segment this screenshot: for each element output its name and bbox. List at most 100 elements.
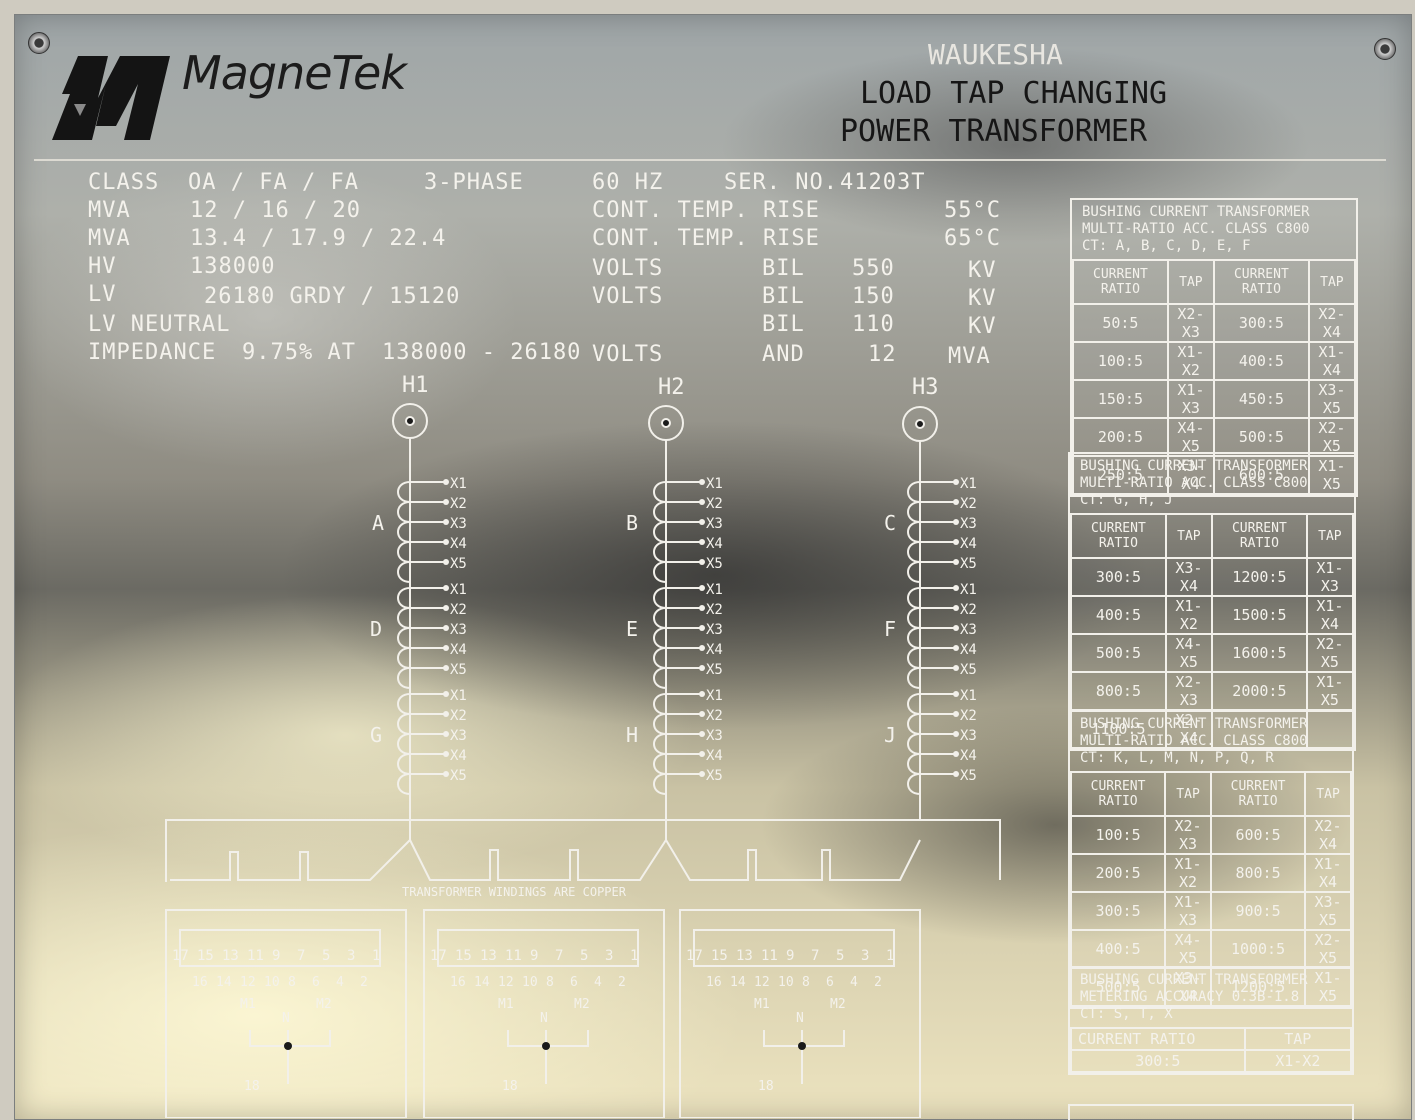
tap-point [699, 751, 705, 757]
ct-table-2-title-3: CT: G, H, J [1080, 492, 1173, 508]
mva2-label: MVA [88, 226, 131, 251]
switch-wiring [763, 1030, 845, 1084]
tap-label: X3 [960, 622, 977, 638]
magnetek-logo [52, 56, 170, 140]
table-cell: 2000:5 [1210, 671, 1308, 711]
terminal-h1: H1 [402, 373, 429, 398]
switch-number: 1 [886, 948, 894, 964]
mva2-value: 13.4 / 17.9 / 22.4 [190, 226, 447, 251]
tap-point [699, 691, 705, 697]
switch-number: 12 [498, 975, 514, 990]
table-cell: 250:5 [1072, 455, 1169, 495]
table-cell: 400:5 [1070, 595, 1167, 635]
switch-label-m1: M1 [754, 997, 770, 1012]
table-cell: 300:5 [1212, 303, 1310, 343]
switch-number: 11 [761, 948, 778, 964]
tap-label: X5 [706, 556, 723, 572]
tap-point [443, 519, 449, 525]
switch-wiring [507, 1030, 589, 1084]
switch-number: 4 [850, 975, 858, 990]
table-cell: X2-X5 [1304, 929, 1352, 969]
switch-number: 7 [555, 948, 563, 964]
table-cell: X4-X5 [1164, 929, 1212, 969]
coil-winding [397, 481, 411, 583]
table-cell: X3-X5 [1304, 891, 1352, 931]
bil-value-2: 150 [852, 284, 895, 309]
switch-number: 8 [802, 975, 810, 990]
ct-table-4-title-3: CT: S, T, X [1080, 1006, 1173, 1022]
terminal-h2: H2 [658, 375, 685, 400]
table-cell: X1-X4 [1307, 341, 1357, 381]
tap-label: X4 [450, 642, 467, 658]
bil-label-2: BIL [762, 284, 805, 309]
class-label: CLASS [88, 170, 160, 195]
switch-number: 9 [530, 948, 538, 964]
tap-label: X4 [706, 748, 723, 764]
coil-letter-j: J [884, 723, 896, 747]
table-cell: X3-X4 [1164, 557, 1213, 597]
table-cell: 800:5 [1209, 853, 1307, 893]
mva1-value: 12 / 16 / 20 [190, 198, 361, 223]
table-cell: X3-X4 [1164, 967, 1212, 1007]
table-header: TAP [1305, 513, 1355, 559]
tap-label: X3 [706, 622, 723, 638]
switch-node [542, 1042, 550, 1050]
table-cell: 300:5 [1070, 557, 1167, 597]
switch-label-m2: M2 [574, 997, 590, 1012]
tap-label: X4 [706, 642, 723, 658]
table-cell: 1600:5 [1210, 633, 1308, 673]
coil-winding [397, 693, 411, 795]
table-header: CURRENT RATIO [1072, 259, 1169, 305]
bil-value-1: 550 [852, 256, 895, 281]
table-cell: X3-X4 [1166, 455, 1215, 495]
coil-letter-g: G [370, 723, 382, 747]
table-cell: 900:5 [1209, 891, 1307, 931]
tap-label: X2 [450, 708, 467, 724]
tap-label: X1 [960, 582, 977, 598]
table-header: TAP [1166, 259, 1215, 305]
temp-rise-2: 65°C [944, 226, 1001, 251]
tap-label: X1 [450, 688, 467, 704]
table-cell: 100:5 [1072, 341, 1169, 381]
table-cell: 500:5 [1070, 633, 1167, 673]
table-cell: 800:5 [1070, 671, 1167, 711]
lv-value: 26180 GRDY / 15120 [204, 284, 461, 309]
temp-rise-label-2: CONT. TEMP. RISE [592, 226, 820, 251]
tap-label: X3 [450, 728, 467, 744]
tap-point [953, 771, 959, 777]
tap-point [699, 605, 705, 611]
ct-table-2-title-2: MULTI-RATIO ACC. CLASS C800 [1080, 475, 1308, 491]
tap-point [699, 519, 705, 525]
tap-label: X4 [706, 536, 723, 552]
hv-label: HV [88, 254, 117, 279]
table-cell: 600:5 [1209, 815, 1307, 855]
tap-label: X1 [706, 476, 723, 492]
tap-point [443, 665, 449, 671]
switch-number: 1 [372, 948, 380, 964]
tap-point [953, 479, 959, 485]
tap-point [953, 731, 959, 737]
impedance-value: 9.75% AT [242, 340, 356, 365]
class-value: OA / FA / FA [188, 170, 359, 195]
and-value: 12 [868, 342, 897, 367]
ct-table-3-title-1: BUSHING CURRENT TRANSFORMER [1080, 716, 1308, 732]
tap-label: X4 [960, 536, 977, 552]
table-cell: 1200:5 [1209, 967, 1307, 1007]
table-cell: X1-X4 [1304, 853, 1352, 893]
table-cell: 1500:5 [1210, 595, 1308, 635]
table-cell: 50:5 [1072, 303, 1169, 343]
tap-label: X5 [450, 556, 467, 572]
ct-table-3: BUSHING CURRENT TRANSFORMER MULTI-RATIO … [1068, 710, 1354, 1009]
tap-point [953, 711, 959, 717]
hv-value: 138000 [190, 254, 276, 279]
table-cell: X1-X5 [1305, 671, 1355, 711]
table-cell: 150:5 [1072, 379, 1169, 419]
switch-number: 3 [861, 948, 869, 964]
switch-number: 13 [736, 948, 753, 964]
table-header: TAP [1164, 771, 1212, 817]
